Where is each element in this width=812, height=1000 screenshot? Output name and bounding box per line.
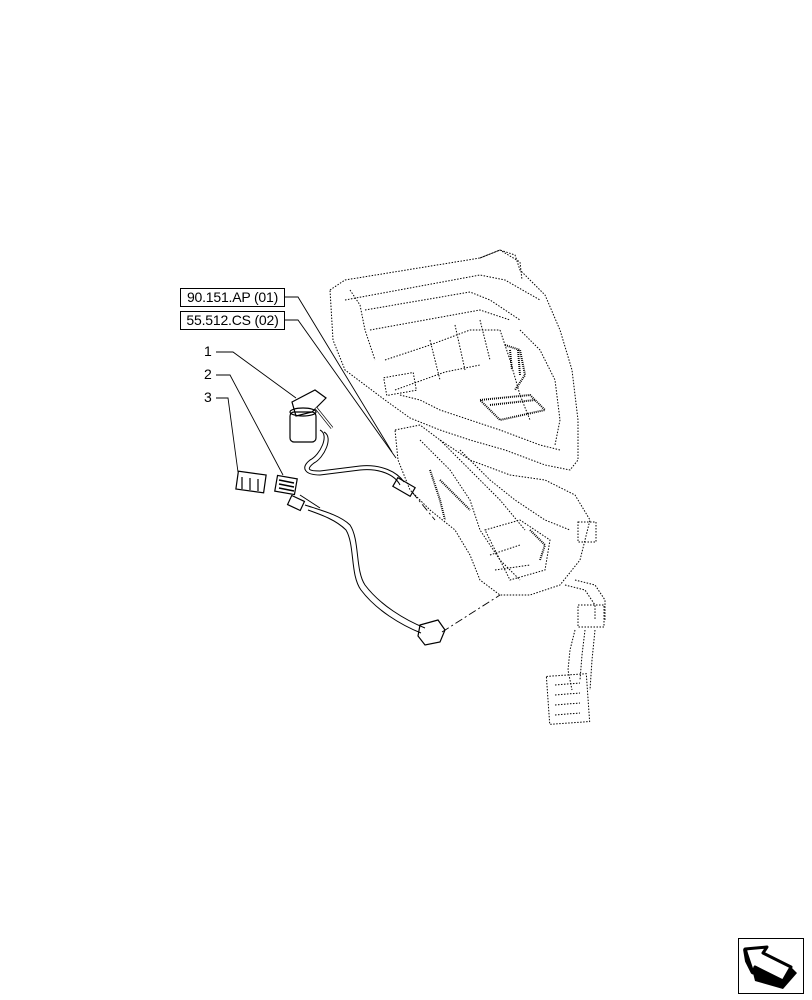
console-internal-detail — [477, 344, 547, 422]
next-page-arrow-icon — [743, 945, 797, 989]
part-3-connector — [235, 470, 267, 494]
leader-lines — [216, 296, 397, 476]
harness-connectors — [286, 476, 446, 646]
lower-harness — [545, 579, 606, 725]
wiring-harness — [299, 429, 426, 634]
frame-detail — [429, 469, 547, 561]
support-frame — [394, 424, 597, 596]
part-2-connector — [274, 474, 298, 496]
callout-1: 1 — [204, 343, 212, 359]
assembly-lines — [411, 491, 501, 633]
callout-2: 2 — [204, 366, 212, 382]
next-page-button[interactable] — [738, 938, 804, 994]
part-1-connector — [289, 389, 334, 443]
callout-3: 3 — [204, 389, 212, 405]
reference-link-90-151-ap[interactable]: 90.151.AP (01) — [180, 288, 285, 307]
reference-link-55-512-cs[interactable]: 55.512.CS (02) — [180, 311, 285, 330]
console-housing — [329, 249, 579, 471]
